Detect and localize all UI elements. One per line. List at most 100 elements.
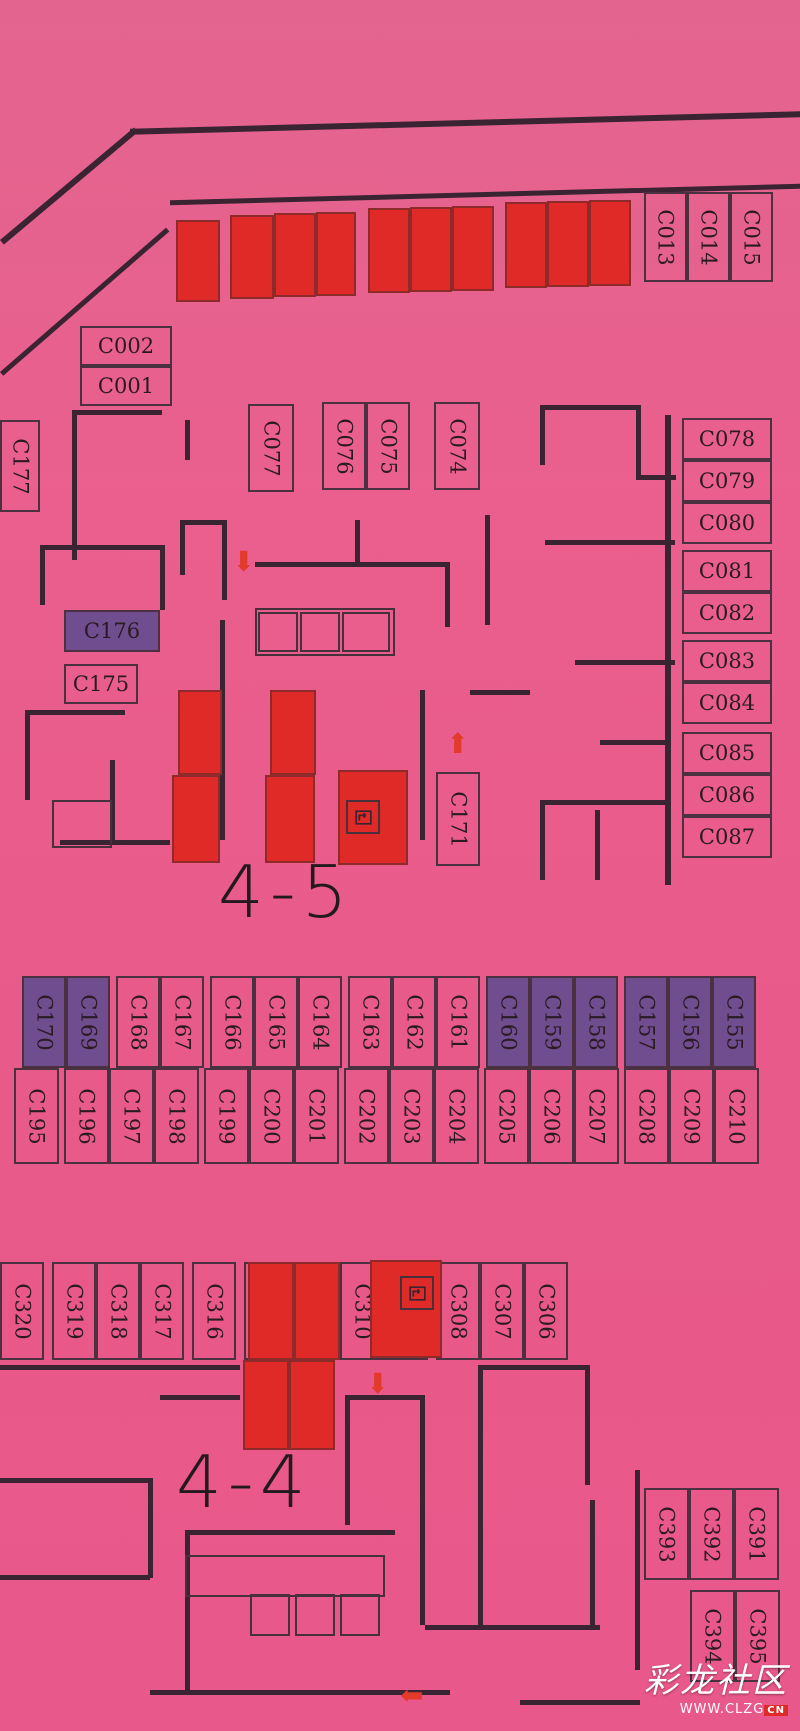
parking-slot[interactable]: C074	[434, 402, 480, 490]
reserved-slot[interactable]: C157	[624, 976, 668, 1068]
parking-slot[interactable]: C320	[0, 1262, 44, 1360]
interior-wall	[185, 1530, 190, 1690]
parking-slot[interactable]: C163	[348, 976, 392, 1068]
arrow-down-icon: ⬇	[232, 545, 256, 578]
parking-slot[interactable]: C085	[682, 732, 772, 774]
parking-slot[interactable]: C200	[249, 1068, 294, 1164]
parking-slot[interactable]: C168	[116, 976, 160, 1068]
parking-slot[interactable]: C013	[644, 192, 687, 282]
parking-slot[interactable]: C175	[64, 664, 138, 704]
reserved-slot[interactable]: C160	[486, 976, 530, 1068]
parking-slot[interactable]: C202	[344, 1068, 389, 1164]
interior-wall	[478, 1365, 588, 1370]
parking-slot[interactable]: C208	[624, 1068, 669, 1164]
parking-slot[interactable]: C077	[248, 404, 294, 492]
sold-slot[interactable]	[294, 1262, 340, 1360]
sold-stairwell[interactable]	[338, 770, 408, 865]
reserved-slot[interactable]: C156	[668, 976, 712, 1068]
parking-slot[interactable]: C087	[682, 816, 772, 858]
parking-slot[interactable]: C391	[734, 1488, 779, 1580]
parking-slot[interactable]: C081	[682, 550, 772, 592]
parking-slot[interactable]: C318	[96, 1262, 140, 1360]
room	[185, 1555, 385, 1597]
slot-label: C076	[332, 417, 357, 475]
parking-slot[interactable]: C001	[80, 366, 172, 406]
parking-slot[interactable]: C207	[574, 1068, 619, 1164]
sold-slot[interactable]	[505, 202, 547, 288]
reserved-slot[interactable]: C159	[530, 976, 574, 1068]
parking-slot[interactable]: C209	[669, 1068, 714, 1164]
sold-slot[interactable]	[410, 207, 452, 292]
slot-label: C085	[698, 740, 756, 765]
parking-slot[interactable]: C084	[682, 682, 772, 724]
parking-slot[interactable]: C015	[730, 192, 773, 282]
parking-slot[interactable]: C203	[389, 1068, 434, 1164]
parking-slot[interactable]: C161	[436, 976, 480, 1068]
sold-slot[interactable]	[289, 1360, 335, 1450]
parking-slot[interactable]: C307	[480, 1262, 524, 1360]
parking-slot[interactable]: C317	[140, 1262, 184, 1360]
parking-slot[interactable]: C319	[52, 1262, 96, 1360]
parking-slot[interactable]: C393	[644, 1488, 689, 1580]
parking-slot[interactable]: C164	[298, 976, 342, 1068]
reserved-slot[interactable]: C155	[712, 976, 756, 1068]
parking-slot[interactable]: C014	[687, 192, 730, 282]
parking-slot[interactable]: C082	[682, 592, 772, 634]
parking-slot[interactable]: C080	[682, 502, 772, 544]
slot-label: C306	[534, 1282, 559, 1340]
parking-slot[interactable]: C306	[524, 1262, 568, 1360]
sold-slot[interactable]	[316, 212, 356, 296]
parking-slot[interactable]: C204	[434, 1068, 479, 1164]
sold-slot[interactable]	[270, 690, 316, 775]
slot-label: C159	[540, 993, 565, 1051]
parking-slot[interactable]: C165	[254, 976, 298, 1068]
reserved-slot[interactable]: C176	[64, 610, 160, 652]
parking-slot[interactable]: C078	[682, 418, 772, 460]
parking-slot[interactable]: C205	[484, 1068, 529, 1164]
parking-slot[interactable]: C195	[14, 1068, 59, 1164]
sold-slot[interactable]	[368, 208, 410, 293]
parking-slot[interactable]: C316	[192, 1262, 236, 1360]
sold-slot[interactable]	[230, 215, 274, 299]
parking-slot[interactable]: C197	[109, 1068, 154, 1164]
parking-slot[interactable]: C198	[154, 1068, 199, 1164]
parking-slot[interactable]: C002	[80, 326, 172, 366]
slot-label: C164	[308, 993, 333, 1051]
slot-label: C317	[150, 1282, 175, 1340]
sold-slot[interactable]	[178, 690, 222, 775]
sold-slot[interactable]	[589, 200, 631, 286]
parking-slot[interactable]: C199	[204, 1068, 249, 1164]
sold-slot[interactable]	[274, 213, 316, 297]
parking-slot[interactable]: C086	[682, 774, 772, 816]
sold-slot[interactable]	[172, 775, 220, 863]
sold-slot[interactable]	[547, 201, 589, 287]
parking-slot[interactable]: C308	[436, 1262, 480, 1360]
reserved-slot[interactable]: C170	[22, 976, 66, 1068]
parking-slot[interactable]: C206	[529, 1068, 574, 1164]
parking-slot[interactable]: C394	[690, 1590, 735, 1682]
parking-slot[interactable]: C076	[322, 402, 366, 490]
reserved-slot[interactable]: C158	[574, 976, 618, 1068]
parking-slot[interactable]: C201	[294, 1068, 339, 1164]
parking-slot[interactable]: C177	[0, 420, 40, 512]
parking-slot[interactable]: C162	[392, 976, 436, 1068]
interior-wall	[485, 515, 490, 625]
parking-slot[interactable]: C075	[366, 402, 410, 490]
reserved-slot[interactable]: C169	[66, 976, 110, 1068]
parking-slot[interactable]: C166	[210, 976, 254, 1068]
slot-label: C080	[698, 510, 756, 535]
parking-slot[interactable]: C395	[735, 1590, 780, 1682]
sold-slot[interactable]	[265, 775, 315, 863]
parking-slot[interactable]: C079	[682, 460, 772, 502]
parking-slot[interactable]: C083	[682, 640, 772, 682]
parking-slot[interactable]: C171	[436, 772, 480, 866]
parking-slot[interactable]: C210	[714, 1068, 759, 1164]
sold-slot[interactable]	[452, 206, 494, 291]
sold-slot[interactable]	[176, 220, 220, 302]
parking-slot[interactable]: C392	[689, 1488, 734, 1580]
sold-slot[interactable]	[248, 1262, 294, 1360]
parking-slot[interactable]: C167	[160, 976, 204, 1068]
sold-slot[interactable]	[243, 1360, 289, 1450]
parking-slot[interactable]: C196	[64, 1068, 109, 1164]
interior-wall	[478, 1365, 483, 1625]
